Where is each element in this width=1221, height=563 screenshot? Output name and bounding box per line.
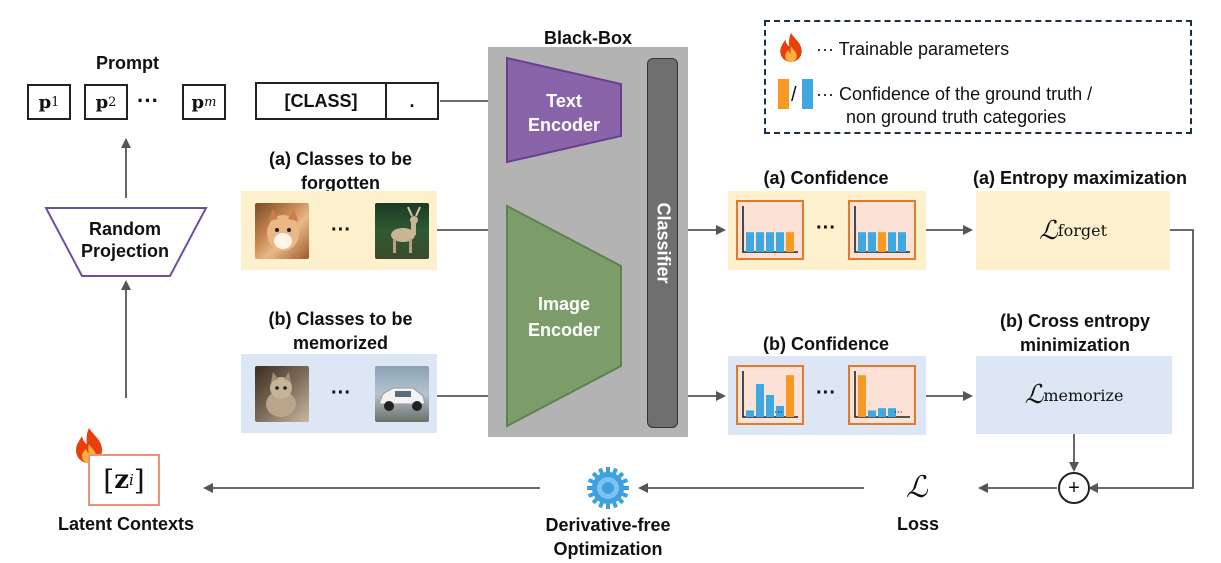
chart-ellipsis: ··· [774,408,783,418]
random-projection-label: Random Projection [80,219,169,261]
forget-loss-subscript: forget [1057,221,1108,240]
ground-truth-bar [858,375,866,417]
memorize-confidence-label: (b) Confidence [763,334,889,354]
prompt-ellipsis: ··· [137,88,159,113]
classifier-bar [647,58,678,428]
forget-loss-title: (a) Entropy maximization [972,168,1188,188]
token-subscript: 2 [108,94,117,110]
memorize-classes-label: (b) Classes to be memorized [268,309,413,353]
dog-photo [255,203,309,259]
text-encoder-shape [506,56,622,164]
forget-ellipsis: ··· [331,219,351,241]
legend-confidence-line2: non ground truth categories [846,107,1067,127]
chart-ellipsis: ··· [894,408,903,418]
non-ground-truth-bar [888,408,896,417]
car-photo [375,366,429,422]
token-subscript: 1 [51,94,60,110]
total-loss-symbol: ℒ [906,470,928,505]
forget-confidence-label: (a) Confidence [763,168,889,188]
latent-subscript: i [128,471,134,489]
memorize-confidence-ellipsis: ··· [816,382,836,404]
forget-confidence-chart-2 [848,200,916,260]
non-ground-truth-bar [746,232,754,252]
memorize-loss-title: (b) Cross entropy minimization [999,311,1150,355]
non-ground-truth-bar [756,384,764,417]
token-symbol: p [95,91,109,113]
forget-confidence-chart-1 [736,200,804,260]
forget-images-panel: ··· [241,191,437,270]
memorize-confidence-chart-1: ··· [736,365,804,425]
ground-truth-bar [786,232,794,252]
forget-loss-symbol: ℒ [1038,215,1058,246]
token-symbol: p [38,91,52,113]
token-divider [385,83,387,119]
optimizer-label: Derivative-free Optimization [545,515,671,559]
deer-photo [375,203,429,259]
forget-classes-label: (a) Classes to be forgotten [268,149,413,193]
black-box-title: Black-Box [543,28,633,48]
latent-bracket-left: [ [103,463,115,497]
legend-fire-icon [777,30,805,64]
plus-sign: + [1068,477,1080,499]
random-projection-shape [44,207,208,277]
legend-blue-bar [802,79,813,109]
token-subscript: m [204,94,217,110]
non-ground-truth-bar [878,408,886,417]
non-ground-truth-bar [858,232,866,252]
forget-confidence-ellipsis: ··· [816,217,836,239]
total-loss-label: Loss [896,514,939,534]
legend-slash: / [791,84,797,106]
ground-truth-bar [786,375,794,417]
legend-confidence-line1: ··· Confidence of the ground truth / [816,84,1093,104]
ground-truth-bar [878,232,886,252]
memorize-loss-subscript: memorize [1043,385,1124,405]
non-ground-truth-bar [746,410,754,417]
non-ground-truth-bar [766,232,774,252]
image-encoder-shape [506,204,622,428]
period-token: . [409,90,415,111]
non-ground-truth-bar [868,410,876,417]
non-ground-truth-bar [888,232,896,252]
memorize-confidence-chart-2: ··· [848,365,916,425]
text-encoder-label: Text Encoder [527,91,601,135]
gear-icon [586,466,630,510]
memorize-ellipsis: ··· [331,382,351,404]
image-encoder-label: Image Encoder [527,294,601,340]
latent-contexts-label: Latent Contexts [57,514,194,534]
forget-confidence-panel: ··· [728,191,926,270]
latent-bracket-right: ] [133,463,145,497]
legend-orange-bar [778,79,789,109]
token-symbol: p [191,91,205,113]
non-ground-truth-bar [766,395,774,417]
class-token-box: [CLASS] . [255,82,439,120]
memorize-images-panel: ··· [241,354,437,433]
non-ground-truth-bar [868,232,876,252]
plus-node: + [1058,472,1090,504]
cat-photo [255,366,309,422]
legend-trainable-text: ··· Trainable parameters [816,39,1010,59]
non-ground-truth-bar [776,406,784,417]
latent-symbol: z [114,465,129,495]
non-ground-truth-bar [776,232,784,252]
memorize-confidence-panel: ··· ··· ··· [728,356,926,435]
memorize-loss-symbol: ℒ [1024,380,1044,410]
classifier-label: Classifier [653,202,674,284]
class-token: [CLASS] [284,90,358,111]
prompt-title: Prompt [96,53,159,73]
non-ground-truth-bar [898,232,906,252]
non-ground-truth-bar [756,232,764,252]
legend-box [764,20,1192,134]
